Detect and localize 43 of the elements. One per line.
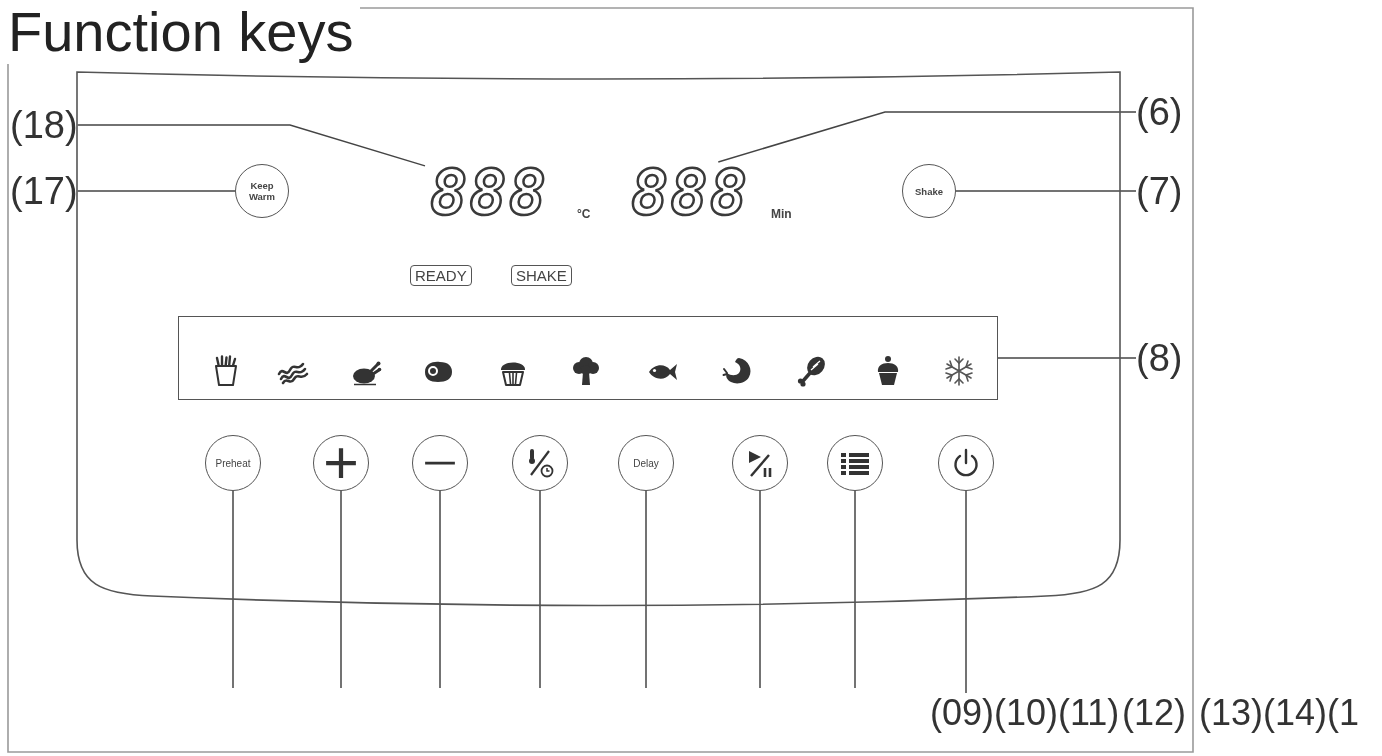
callout-number: (11) <box>1058 693 1120 733</box>
leader-line <box>854 490 856 689</box>
shake-button: Shake <box>902 164 956 218</box>
digit-display: 888 <box>425 162 553 224</box>
status-indicator: SHAKE <box>511 265 572 286</box>
power-button <box>938 435 994 491</box>
keep-warm-button: Keep Warm <box>235 164 289 218</box>
preheat-button: Preheat <box>205 435 261 491</box>
leader-line <box>76 190 236 192</box>
menu-button <box>827 435 883 491</box>
leader-line <box>955 190 1137 192</box>
callout-number: (6) <box>1136 90 1183 134</box>
unit-label: °C <box>577 207 591 221</box>
status-indicator: READY <box>410 265 472 286</box>
leader-line <box>232 490 234 689</box>
minus-button <box>412 435 468 491</box>
callout-number: (8) <box>1136 336 1183 380</box>
plus-button <box>313 435 369 491</box>
title: Function keys <box>8 2 354 62</box>
leader-line <box>340 490 342 689</box>
callout-number: (10) <box>994 693 1059 733</box>
program-strip <box>178 316 998 400</box>
leader-line <box>539 490 541 689</box>
temp-time-button <box>512 435 568 491</box>
callout-number: (09) <box>930 693 995 733</box>
leader-line <box>997 357 1137 359</box>
leader-line <box>717 111 1137 163</box>
leader-line <box>645 490 647 689</box>
unit-label: Min <box>771 207 792 221</box>
leader-line <box>759 490 761 689</box>
digit-display: 888 <box>626 162 754 224</box>
callout-number: (14) <box>1263 693 1328 733</box>
callout-number: (7) <box>1136 169 1183 213</box>
delay-button: Delay <box>618 435 674 491</box>
play-pause-button <box>732 435 788 491</box>
callout-number: (17) <box>10 169 78 213</box>
leader-line <box>439 490 441 689</box>
callout-number: (13) <box>1199 693 1264 733</box>
leader-line <box>965 490 967 694</box>
callout-number: (12) <box>1122 693 1187 733</box>
leader-line <box>76 124 426 167</box>
callout-number: (1 <box>1327 693 1359 733</box>
callout-number: (18) <box>10 103 78 147</box>
